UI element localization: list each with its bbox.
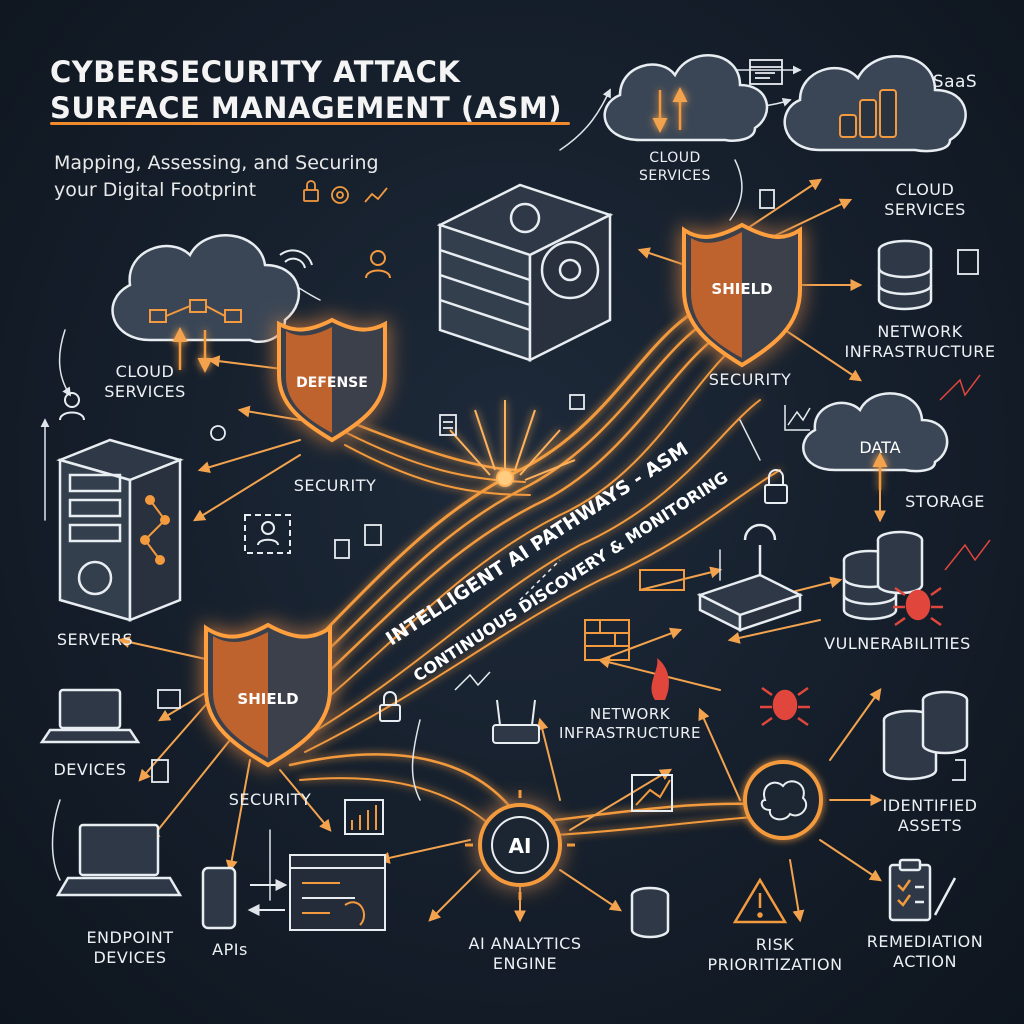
label-endpoint-devices: ENDPOINT DEVICES (86, 928, 174, 967)
ai-hub-label: AI (508, 834, 532, 858)
router-icon (696, 523, 804, 633)
label-saas: SaaS (932, 72, 978, 92)
api-window-icon (289, 854, 386, 931)
user-icon (365, 250, 391, 279)
energy-burst (449, 400, 576, 487)
label-cloud-services-right: CLOUD SERVICES (884, 180, 966, 219)
laptop-icon (39, 688, 141, 744)
label-vulnerabilities: VULNERABILITIES (824, 634, 971, 653)
database-icon (839, 89, 897, 138)
lock-icon (764, 469, 788, 504)
label-storage: STORAGE (905, 492, 985, 511)
user-icon (59, 392, 85, 421)
fire-icon (651, 658, 669, 700)
title-underline (50, 122, 570, 125)
shield-label-bottom-left: SHIELD (237, 690, 299, 708)
label-security-bottom: SECURITY (228, 790, 312, 809)
shield-label-left-center: DEFENSE (296, 375, 368, 391)
label-remediation-action: REMEDIATION ACTION (866, 932, 984, 971)
warning-icon (732, 877, 788, 924)
server-icon (56, 438, 184, 622)
label-network-infrastructure-right: NETWORK INFRASTRUCTURE (844, 322, 996, 361)
label-identified-assets: IDENTIFIED ASSETS (882, 796, 978, 835)
lock-icon (379, 691, 401, 722)
brain-icon (743, 760, 823, 840)
target-icon (210, 180, 388, 441)
bug-icon (893, 586, 943, 627)
data-cloud-label: DATA (859, 438, 901, 457)
user-icon (244, 514, 291, 554)
laptop-icon (55, 823, 183, 897)
database-icon (842, 530, 924, 621)
firewall-icon (584, 569, 685, 661)
label-servers: SERVERS (56, 630, 134, 649)
database-icon (630, 886, 670, 939)
database-icon (882, 690, 969, 781)
phone-icon (201, 866, 237, 930)
chart-icon (784, 405, 811, 431)
server-icon (436, 183, 614, 363)
bug-icon (760, 686, 810, 727)
ai-hub (478, 803, 562, 887)
shield-icon (682, 222, 802, 368)
database-icon (877, 239, 933, 311)
label-cloud-services-left: CLOUD SERVICES (104, 362, 186, 401)
cloud-icon (802, 392, 949, 473)
label-security-center: SECURITY (293, 476, 377, 495)
chart-icon (631, 774, 673, 812)
page-title: CYBERSECURITY ATTACK SURFACE MANAGEMENT … (50, 55, 563, 126)
shield-icon (277, 317, 387, 443)
router-icon (492, 699, 540, 744)
main-pathways (263, 298, 782, 841)
page-subtitle: Mapping, Assessing, and Securing your Di… (54, 152, 379, 201)
chart-icon (344, 799, 384, 835)
cloud-icon (603, 54, 769, 142)
label-network-infrastructure-center: NETWORK INFRASTRUCTURE (559, 705, 701, 742)
cloud-icon (111, 234, 301, 344)
clipboard-icon (888, 858, 957, 922)
shield-icon (204, 622, 332, 768)
label-apis: APIs (212, 940, 248, 959)
label-ai-analytics-engine: AI ANALYTICS ENGINE (468, 934, 582, 973)
wifi-icon (279, 249, 313, 269)
label-cloud-services-top: CLOUD SERVICES (639, 150, 711, 184)
label-devices: DEVICES (53, 760, 127, 779)
shield-label-top-right: SHIELD (711, 280, 773, 298)
arrows (117, 178, 886, 923)
label-risk-prioritization: RISK PRIORITIZATION (707, 935, 843, 974)
label-security-right: SECURITY (708, 370, 792, 389)
